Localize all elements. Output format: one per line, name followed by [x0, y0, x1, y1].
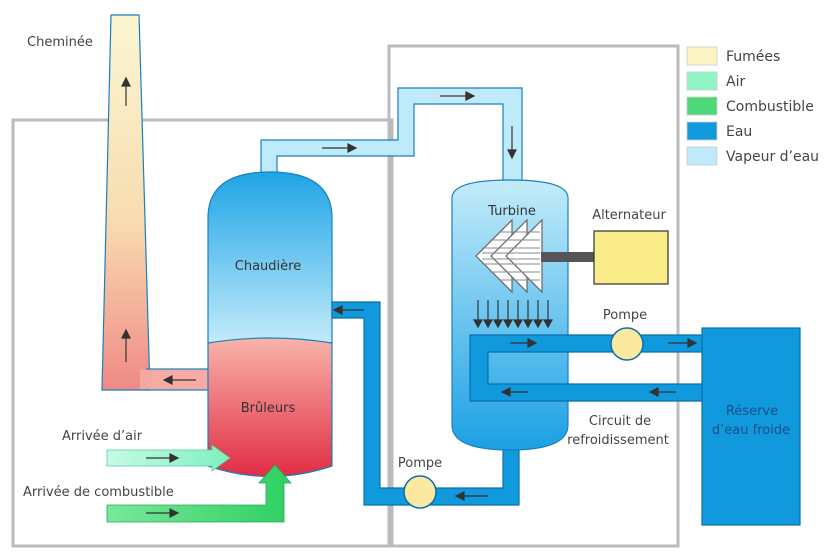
legend-swatch-air [686, 71, 718, 91]
legend-label-eau: Eau [726, 124, 752, 140]
legend-swatch-combustible [686, 96, 718, 116]
legend-label-fumees: Fumées [726, 49, 780, 65]
label-alternator: Alternateur [592, 208, 666, 223]
label-cooling-circuit-1: Circuit de [589, 414, 651, 429]
cold-water-reservoir [701, 327, 801, 526]
left-building-frame [11, 118, 394, 548]
legend: Fumées Air Combustible Eau Vapeur d’eau [686, 46, 819, 166]
legend-swatch-vapeur [686, 146, 718, 166]
pump-feedwater-icon [403, 475, 437, 509]
turbine-shaft [541, 252, 594, 262]
label-air-inlet: Arrivée d’air [62, 429, 143, 444]
legend-label-vapeur: Vapeur d’eau [726, 149, 819, 165]
label-burners: Brûleurs [241, 401, 296, 416]
alternator [593, 230, 669, 285]
fuel-inlet-pipe [106, 464, 292, 523]
boiler [207, 171, 333, 346]
label-reservoir-1: Réserve [726, 404, 778, 419]
legend-swatch-fumees [686, 46, 718, 66]
label-fuel-inlet: Arrivée de combustible [23, 485, 174, 500]
legend-label-air: Air [726, 74, 745, 90]
flow-arrows [121, 76, 698, 518]
label-turbine: Turbine [487, 204, 536, 219]
label-pump-feedwater: Pompe [398, 456, 442, 471]
turbine-vessel [451, 179, 569, 451]
turbine-blades-icon [475, 218, 543, 294]
legend-label-combustible: Combustible [726, 99, 814, 115]
label-pump-cooling: Pompe [603, 308, 647, 323]
label-cooling-circuit-2: refroidissement [567, 433, 669, 448]
pump-cooling-icon [610, 327, 644, 361]
condensing-arrows [472, 300, 554, 329]
label-boiler: Chaudière [235, 259, 301, 274]
label-chimney: Cheminée [27, 35, 93, 50]
right-building-frame [387, 44, 680, 548]
burners [207, 337, 333, 478]
legend-swatch-eau [686, 121, 718, 141]
label-reservoir-2: d’eau froide [712, 423, 790, 438]
